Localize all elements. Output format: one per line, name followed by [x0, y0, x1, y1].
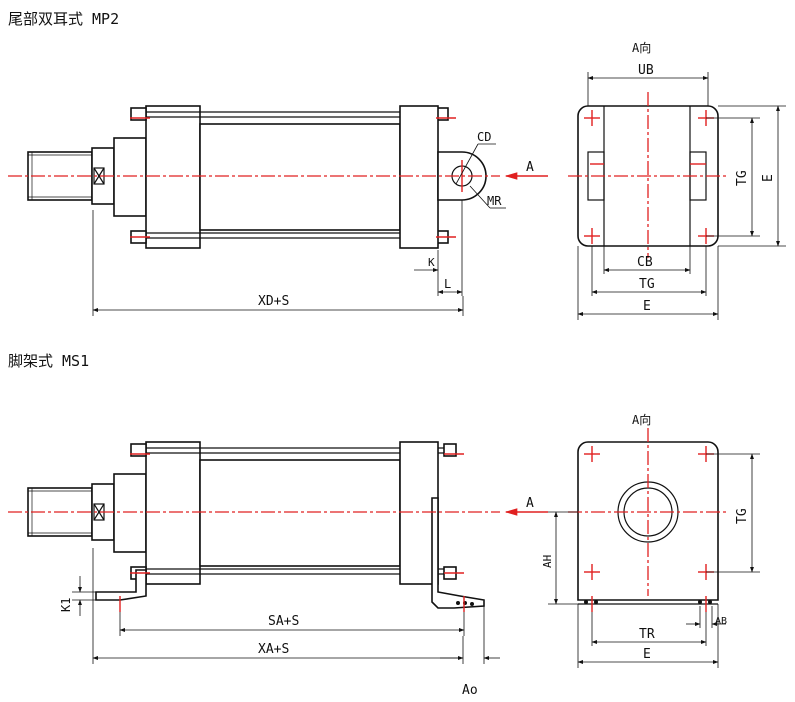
ms1-ah-label: AH — [541, 555, 554, 568]
mp2-ub-label: UB — [638, 63, 654, 78]
mp2-e-vertical-label: E — [761, 174, 776, 182]
mp2-gland — [113, 137, 147, 217]
ms1-gland — [113, 473, 147, 553]
ms1-side-view: A K1 SA+S XA+S Ao — [8, 441, 548, 698]
mp2-xd-label: XD+S — [258, 294, 289, 309]
ms1-section-title: 脚架式 MS1 — [8, 352, 90, 370]
mp2-front-head — [145, 105, 201, 249]
ms1-xa-label: XA+S — [258, 642, 289, 657]
ms1-tg-vertical-label: TG — [735, 508, 750, 524]
ms1-barrel — [199, 459, 401, 567]
ms1-front-head — [145, 441, 201, 585]
ms1-k1-label: K1 — [59, 598, 73, 612]
mp2-k-label: K — [428, 256, 435, 269]
mp2-end-view: A向 UB TG E CB — [568, 40, 786, 320]
ms1-front-foot — [95, 569, 147, 601]
ms1-ab-label: AB — [715, 616, 727, 627]
ms1-view-label: A向 — [632, 412, 651, 427]
mp2-cb-label: CB — [637, 255, 653, 270]
mp2-arrow-label: A — [526, 160, 534, 175]
mp2-cd-label: CD — [477, 130, 491, 144]
mp2-e-horizontal-label: E — [643, 299, 651, 314]
ms1-e-horizontal-label: E — [643, 647, 651, 662]
ms1-sa-label: SA+S — [268, 614, 299, 629]
mp2-section-title: 尾部双耳式 MP2 — [8, 10, 120, 28]
mp2-mr-label: MR — [487, 194, 502, 208]
ms1-arrow-label: A — [526, 496, 534, 511]
mp2-rear-head — [399, 105, 439, 249]
mp2-barrel — [199, 123, 401, 231]
ms1-tr-label: TR — [639, 627, 655, 642]
mp2-view-label: A向 — [632, 40, 651, 55]
mp2-side-view: A CD MR K L XD+S — [8, 105, 548, 316]
ms1-ao-label: Ao — [462, 683, 478, 698]
mp2-tg-vertical-label: TG — [735, 170, 750, 186]
mp2-tg-horizontal-label: TG — [639, 277, 655, 292]
ms1-rear-foot — [431, 497, 485, 609]
mp2-l-label: L — [444, 277, 451, 291]
ms1-end-view: A向 AH TG TR — [541, 412, 760, 668]
